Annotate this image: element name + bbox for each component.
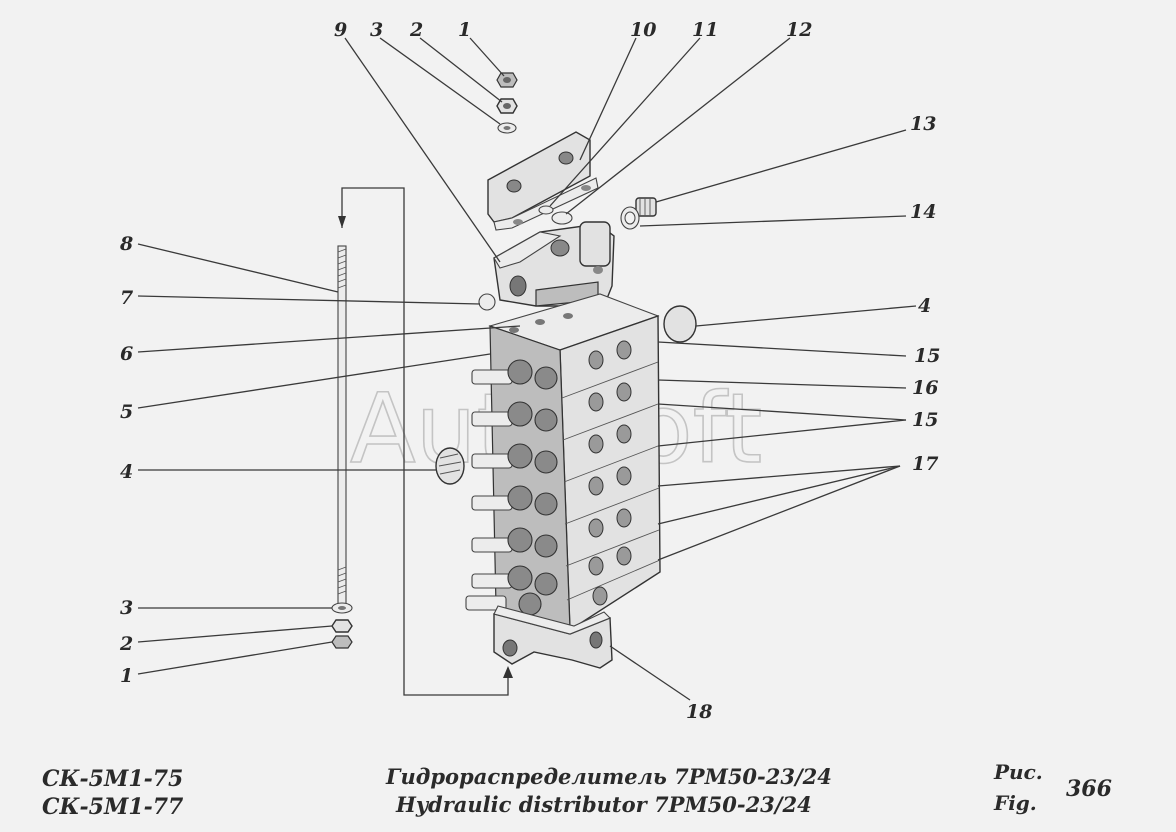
callout-6: 6 — [120, 343, 133, 365]
callout-4-left: 4 — [120, 461, 133, 483]
callout-15-a: 15 — [914, 345, 940, 367]
callout-13: 13 — [910, 113, 936, 135]
o-ring — [551, 211, 573, 225]
callout-4-right: 4 — [918, 295, 931, 317]
distributor-block — [465, 293, 661, 632]
callout-3-top: 3 — [370, 19, 383, 41]
callout-18: 18 — [686, 701, 712, 723]
model-code-1: СК-5М1-75 — [42, 766, 184, 792]
top-washer — [497, 122, 517, 134]
top-nut — [496, 72, 518, 88]
callout-8: 8 — [119, 233, 133, 255]
callout-5: 5 — [120, 401, 133, 423]
rod-washer — [331, 602, 353, 614]
figure-number: 366 — [1066, 776, 1112, 802]
callout-12: 12 — [786, 19, 812, 41]
side-cap-left — [435, 447, 465, 485]
callout-1-bottom: 1 — [120, 665, 133, 687]
callout-3-bottom: 3 — [120, 597, 133, 619]
callout-1-top: 1 — [458, 19, 471, 41]
tie-rod — [337, 245, 347, 607]
model-code-2: СК-5М1-77 — [42, 794, 184, 820]
callout-11: 11 — [692, 19, 718, 41]
callout-9: 9 — [334, 19, 347, 41]
cover-seal — [478, 293, 496, 311]
callout-7: 7 — [120, 287, 133, 309]
rod-lock-nut — [331, 619, 353, 633]
figure-label-russian: Рис. — [994, 760, 1043, 784]
callout-10: 10 — [630, 19, 656, 41]
callout-2-top: 2 — [409, 19, 423, 41]
title-english: Hydraulic distributor 7РМ50-23/24 — [396, 792, 812, 817]
callout-15-b: 15 — [912, 409, 938, 431]
callout-17: 17 — [912, 453, 938, 475]
assembly-arrow — [338, 187, 513, 696]
top-lock-nut — [496, 98, 518, 114]
rod-nut — [331, 635, 353, 649]
callout-numbers: 1 2 3 9 10 11 12 13 14 8 7 6 5 4 3 2 1 4… — [119, 19, 940, 723]
callout-2-bottom: 2 — [119, 633, 133, 655]
plug-seal — [620, 206, 640, 230]
top-cover — [493, 221, 615, 307]
title-russian: Гидрораспределитель 7РМ50-23/24 — [386, 764, 832, 789]
end-plate — [493, 605, 613, 669]
o-ring-small — [538, 205, 554, 215]
callout-16: 16 — [912, 377, 938, 399]
mounting-bracket — [487, 131, 599, 231]
side-cap-right — [663, 305, 697, 343]
leader-lines — [137, 37, 917, 701]
callout-14: 14 — [910, 201, 936, 223]
plug — [635, 197, 657, 217]
figure-label-english: Fig. — [994, 791, 1037, 815]
